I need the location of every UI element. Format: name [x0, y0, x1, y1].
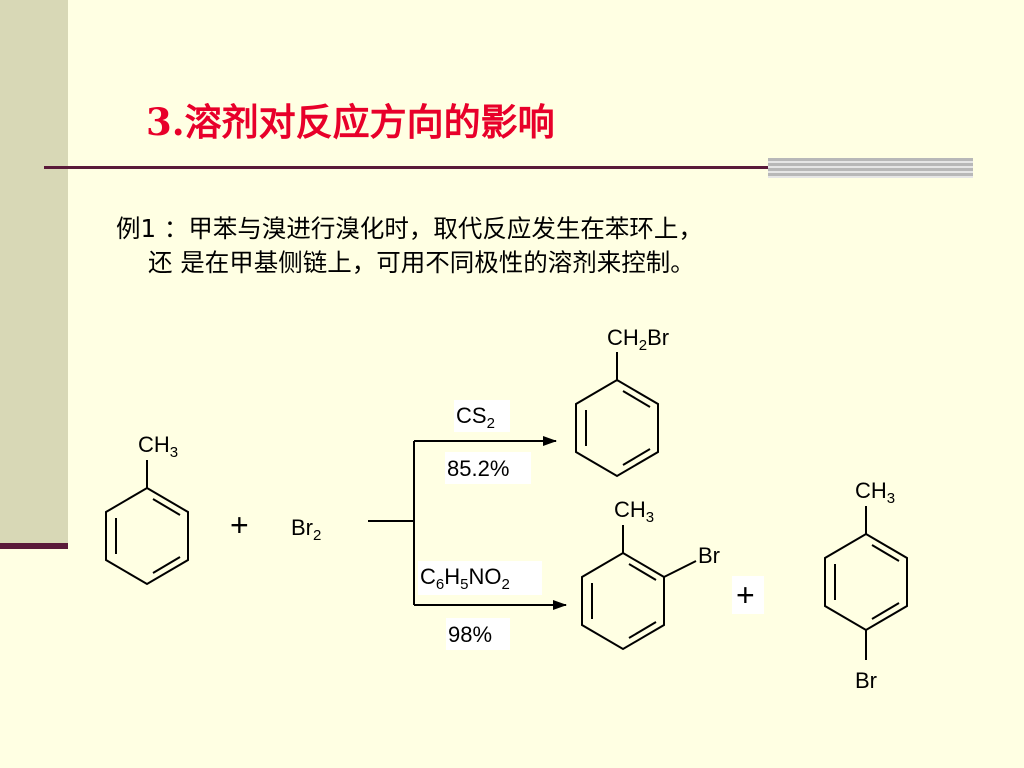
ortho-ch3-label: CH3 — [614, 497, 654, 526]
ortho-br-label: Br — [698, 543, 720, 568]
yield-upper-label: 85.2% — [447, 456, 509, 481]
benzyl-bromide-molecule — [575, 352, 659, 478]
toluene-double-bond-3 — [152, 556, 181, 574]
plus-sign-products: + — [736, 577, 755, 613]
example-line-1: 例1 ：甲苯与溴进行溴化时，取代反应发生在苯环上， — [116, 214, 703, 243]
benzyl-ch2br-label: CH2Br — [607, 325, 669, 354]
benzyl-ring — [575, 378, 659, 478]
para-ch3-label: CH3 — [855, 478, 895, 507]
title-underline — [44, 166, 772, 169]
example-line-2: 还 是在甲基侧链上，可用不同极性的溶剂来控制。 — [148, 248, 695, 277]
ortho-double-bond-2 — [628, 563, 657, 581]
toluene-ch3-label: CH3 — [138, 432, 178, 461]
toluene-molecule — [105, 460, 189, 586]
left-decor-band — [0, 0, 68, 548]
yield-lower-bg — [446, 618, 510, 650]
ortho-ring — [581, 551, 665, 651]
para-ring — [824, 532, 908, 632]
para-double-bond-2 — [871, 544, 900, 562]
cs2-solvent-label: CS2 — [456, 403, 495, 432]
para-double-bond-3 — [871, 602, 900, 620]
branch-arrows — [368, 436, 567, 610]
ortho-double-bond-3 — [628, 621, 657, 639]
cs2-label-bg — [454, 400, 510, 432]
plus-products-bg — [732, 576, 764, 614]
ortho-bromotoluene-molecule — [581, 525, 697, 651]
toluene-double-bond-2 — [152, 498, 181, 516]
nitrobenzene-label-bg — [418, 561, 542, 595]
plus-sign-reactants: + — [230, 507, 249, 543]
bromine-reagent-label: Br2 — [291, 515, 321, 544]
title-accent-bar — [768, 158, 973, 178]
yield-lower-label: 98% — [448, 622, 492, 647]
nitrobenzene-solvent-label: C6H5NO2 — [420, 564, 510, 593]
slide-title: 3.溶剂对反应方向的影响 — [146, 100, 555, 144]
left-decor-rule — [0, 543, 68, 549]
toluene-ring — [105, 486, 189, 586]
para-bromotoluene-molecule — [824, 506, 908, 660]
para-br-label: Br — [855, 668, 877, 693]
example-text: 例1 ：甲苯与溴进行溴化时，取代反应发生在苯环上， 还 是在甲基侧链上，可用不同… — [116, 212, 936, 280]
ortho-br-bond — [663, 560, 697, 578]
benzyl-double-bond-2 — [622, 390, 651, 408]
yield-upper-bg — [445, 452, 531, 484]
benzyl-double-bond-3 — [622, 448, 651, 466]
